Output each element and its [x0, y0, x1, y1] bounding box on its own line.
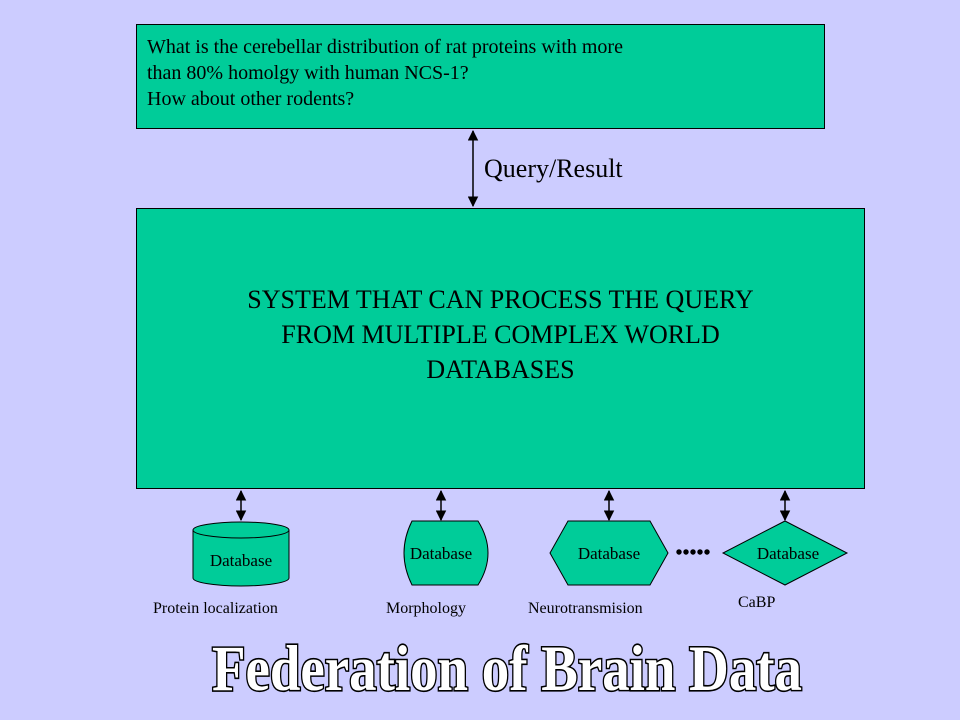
query-result-label: Query/Result	[484, 154, 623, 183]
caption-morphology: Morphology	[386, 600, 466, 617]
caption-cabp: CaBP	[738, 594, 776, 611]
question-line-1: What is the cerebellar distribution of r…	[147, 36, 623, 58]
database-stored-data: Database	[403, 520, 489, 586]
database-label-2: Database	[410, 544, 472, 563]
database-label-3: Database	[578, 544, 640, 563]
database-label-1: Database	[210, 551, 272, 570]
database-hexagon: Database	[549, 520, 669, 586]
question-line-3: How about other rodents?	[147, 88, 355, 110]
database-label-4: Database	[757, 544, 819, 563]
question-box: What is the cerebellar distribution of r…	[136, 24, 825, 129]
system-line-2: FROM MULTIPLE COMPLEX WORLD	[281, 320, 720, 349]
caption-protein-localization: Protein localization	[153, 600, 278, 617]
system-line-1: SYSTEM THAT CAN PROCESS THE QUERY	[247, 285, 754, 314]
system-line-3: DATABASES	[426, 355, 575, 384]
system-box: SYSTEM THAT CAN PROCESS THE QUERY FROM M…	[136, 208, 865, 489]
database-diamond: Database	[721, 520, 849, 586]
database-cylinder: Database	[192, 521, 290, 587]
question-line-2: than 80% homolgy with human NCS-1?	[147, 62, 469, 84]
caption-neurotransmision: Neurotransmision	[528, 600, 643, 617]
page-title: Federation of Brain Data	[212, 633, 802, 705]
ellipsis-dots: •••••	[675, 542, 710, 564]
